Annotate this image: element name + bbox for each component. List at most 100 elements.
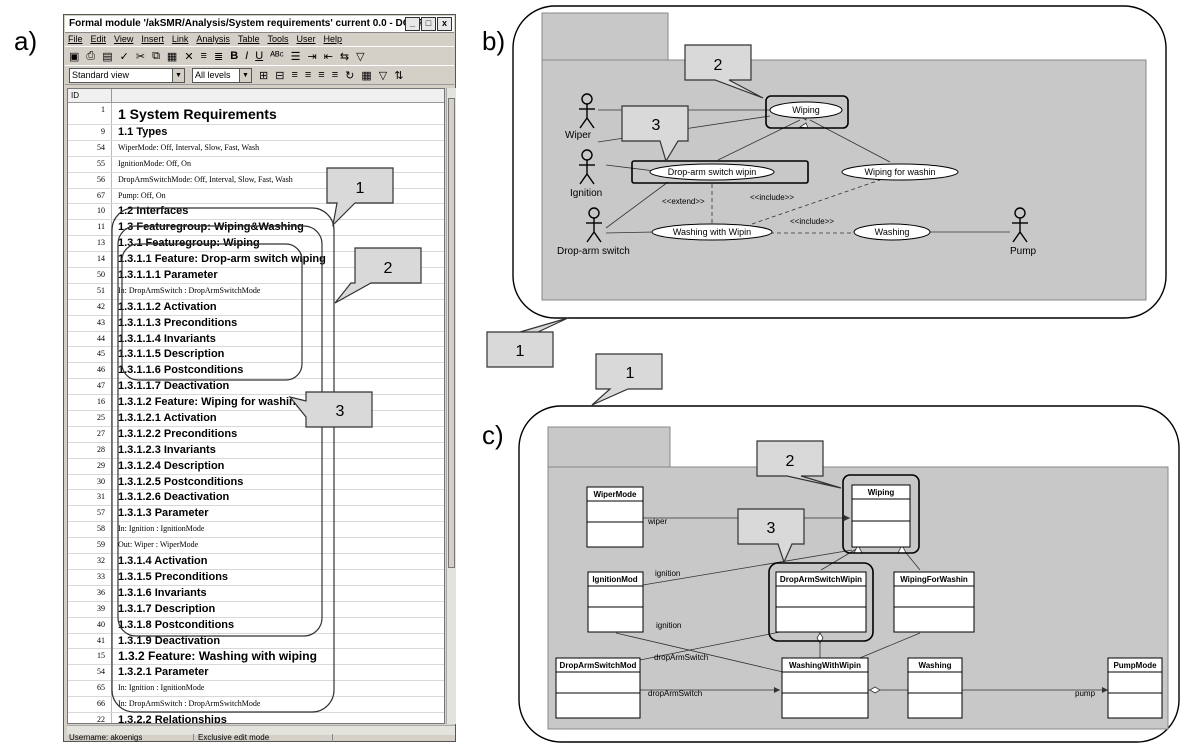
refresh-icon[interactable]: ↻ [345,69,355,82]
usecase-wiping [769,101,843,119]
actor-ignition [579,149,595,185]
justify-icon[interactable]: ≡ [331,69,339,81]
demote-icon[interactable]: ⊟ [275,69,285,82]
row-text: DropArmSwitchMode: Off, Interval, Slow, … [118,174,293,184]
usecase-washingwith [651,223,773,241]
maximize-button[interactable]: □ [421,17,436,31]
copy-icon[interactable]: ⧉ [152,49,160,62]
actor-ignition-label: Ignition [570,188,602,199]
filter-icon[interactable]: ▽ [356,50,365,63]
callout-1-c-label: 1 [626,365,635,382]
callout-3-c: 3 [737,508,805,564]
chevron-down-icon: ▼ [172,68,184,82]
promote-icon[interactable]: ⊞ [259,69,269,82]
align-left-icon[interactable]: ≡ [291,69,298,81]
paste-icon[interactable]: ▦ [166,50,178,63]
table-row[interactable]: 67 Pump: Off, On [68,188,444,205]
italic-icon[interactable]: I [245,50,249,62]
table-icon[interactable]: ▦ [361,69,372,82]
cut-icon[interactable]: ✂ [135,50,146,63]
menu-table[interactable]: Table [237,34,260,44]
callout-1-b-label: 1 [516,343,525,360]
menu-link[interactable]: Link [171,34,189,44]
bullets-icon[interactable]: ☰ [290,50,301,63]
levels-select[interactable]: All levels ▼ [192,67,252,83]
rel-include-2: <<include>> [790,217,834,226]
align-center-icon[interactable]: ≡ [304,69,312,81]
spellcheck-icon[interactable]: ✓ [119,50,129,63]
outdent-icon[interactable]: ⇤ [323,50,333,63]
menu-view[interactable]: View [114,34,134,44]
strikethrough-icon[interactable]: ᴬᴮᶜ [270,50,284,62]
highlight-2-b [765,95,849,129]
horizontal-scrollbar[interactable] [67,725,455,735]
menu-insert[interactable]: Insert [141,34,164,44]
id-column-header[interactable]: ID [68,89,112,102]
align-right-icon[interactable]: ≡ [318,69,325,81]
class-ignitionmod: IgnitionMod [587,571,644,633]
delete-icon[interactable]: ✕ [184,50,194,63]
class-droparmwipin: DropArmSwitchWipin [775,571,867,633]
menu-tools[interactable]: Tools [267,34,289,44]
menu-help[interactable]: Help [323,34,342,44]
callout-2-c-label: 2 [786,453,795,470]
insert-below-icon[interactable]: ≣ [213,50,224,63]
indent-icon[interactable]: ⇥ [307,50,317,63]
actor-pump-label: Pump [1010,246,1037,257]
callout-2-c: 2 [756,440,842,489]
sort-icon[interactable]: ⇅ [394,69,404,82]
link-icon[interactable]: ⇆ [339,50,350,63]
assoc-droparm-label-1: dropArmSwitch [654,653,708,662]
menu-analysis[interactable]: Analysis [196,34,230,44]
actor-droparm-label: Drop-arm switch [557,246,630,257]
row-text: Pump: Off, On [118,190,166,200]
usecase-droparm-label: Drop-arm switch wipin [668,167,757,177]
class-wiping-label: Wiping [868,488,895,497]
actor-wiper-label: Wiper [565,130,592,141]
class-washingwith-label: WashingWithWipin [789,661,861,670]
menu-user[interactable]: User [296,34,316,44]
usecase-wipingwash-label: Wiping for washin [864,167,935,177]
filter-icon[interactable]: ▽ [378,69,388,82]
properties-icon[interactable]: ▤ [102,50,113,63]
scrollbar-thumb[interactable] [448,98,455,568]
class-droparmwipin-label: DropArmSwitchWipin [780,575,862,584]
toolbar-view: Standard view ▼ All levels ▼ ⊞ ⊟ ≡ ≡ ≡ ≡… [65,65,454,85]
menu-file[interactable]: File [68,34,83,44]
highlight-2-c [842,474,920,554]
usecase-washing-label: Washing [875,227,910,237]
underline-icon[interactable]: U [255,50,264,62]
row-id: 1 [68,103,112,124]
package-tab [541,12,669,61]
class-wipermode-label: WiperMode [593,490,637,499]
panel-label-b: b) [482,26,506,56]
vertical-scrollbar[interactable] [446,88,456,724]
print-icon[interactable]: ⎙ [86,49,96,62]
assoc-ignition-label-2: ignition [656,621,681,630]
row-id: 67 [68,188,112,204]
callout-2-b: 2 [684,44,764,99]
view-select[interactable]: Standard view ▼ [69,67,185,83]
assoc-ignition-label-1: ignition [655,569,680,578]
bold-icon[interactable]: B [230,50,239,62]
minimize-button[interactable]: _ [405,17,420,31]
insert-above-icon[interactable]: ≡ [200,50,207,62]
callout-3-b: 3 [621,105,689,163]
close-button[interactable]: x [437,17,452,31]
save-icon[interactable]: ▣ [69,50,80,63]
actor-pump [1012,207,1028,243]
callout-1-b: 1 [486,317,569,368]
class-washing: Washing [907,657,963,719]
assoc-wiper-label: wiper [647,517,667,526]
class-wipingforwashin-label: WipingForWashin [900,575,968,584]
menu-edit[interactable]: Edit [90,34,107,44]
row-id: 54 [68,140,112,156]
